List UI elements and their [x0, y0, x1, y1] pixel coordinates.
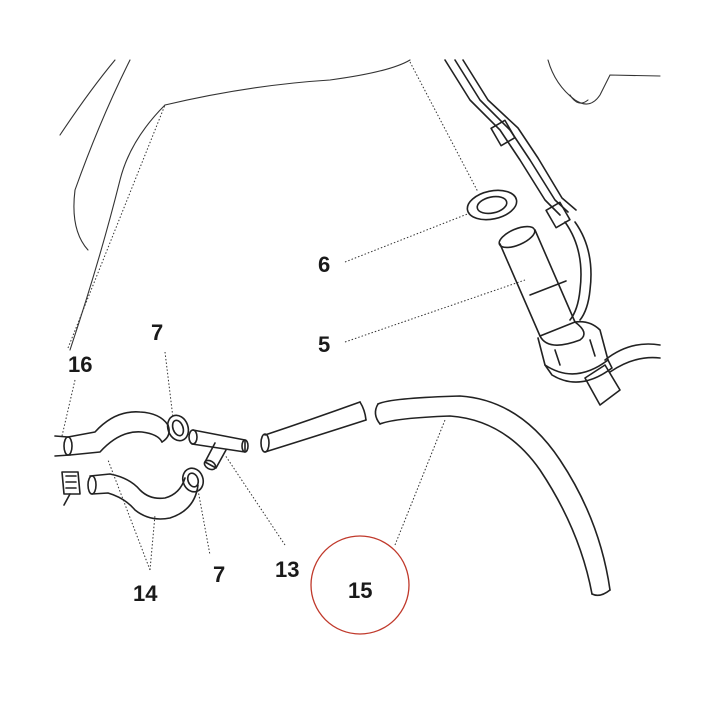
callout-7-lower: 7 — [213, 562, 225, 587]
hose-14-upper — [63, 411, 170, 456]
hose-15 — [260, 395, 611, 597]
fitting-16 — [54, 435, 81, 506]
highlight-circle — [310, 535, 410, 635]
callout-15: 15 — [348, 578, 372, 603]
callout-14: 14 — [133, 581, 158, 606]
hose-clamp-upper — [166, 414, 190, 442]
sensor-body — [498, 225, 613, 383]
callout-13: 13 — [275, 557, 299, 582]
hose-14-lower — [87, 473, 199, 520]
callout-5: 5 — [318, 332, 330, 357]
seal-ring — [466, 189, 518, 221]
hose-clamp-lower — [181, 467, 205, 493]
wiring-harness — [444, 59, 661, 406]
callout-16: 16 — [68, 352, 92, 377]
t-connector-13 — [188, 429, 249, 471]
leader-lines — [61, 61, 526, 571]
callout-7-upper: 7 — [151, 320, 163, 345]
body-outline — [59, 59, 661, 351]
callout-6: 6 — [318, 252, 330, 277]
